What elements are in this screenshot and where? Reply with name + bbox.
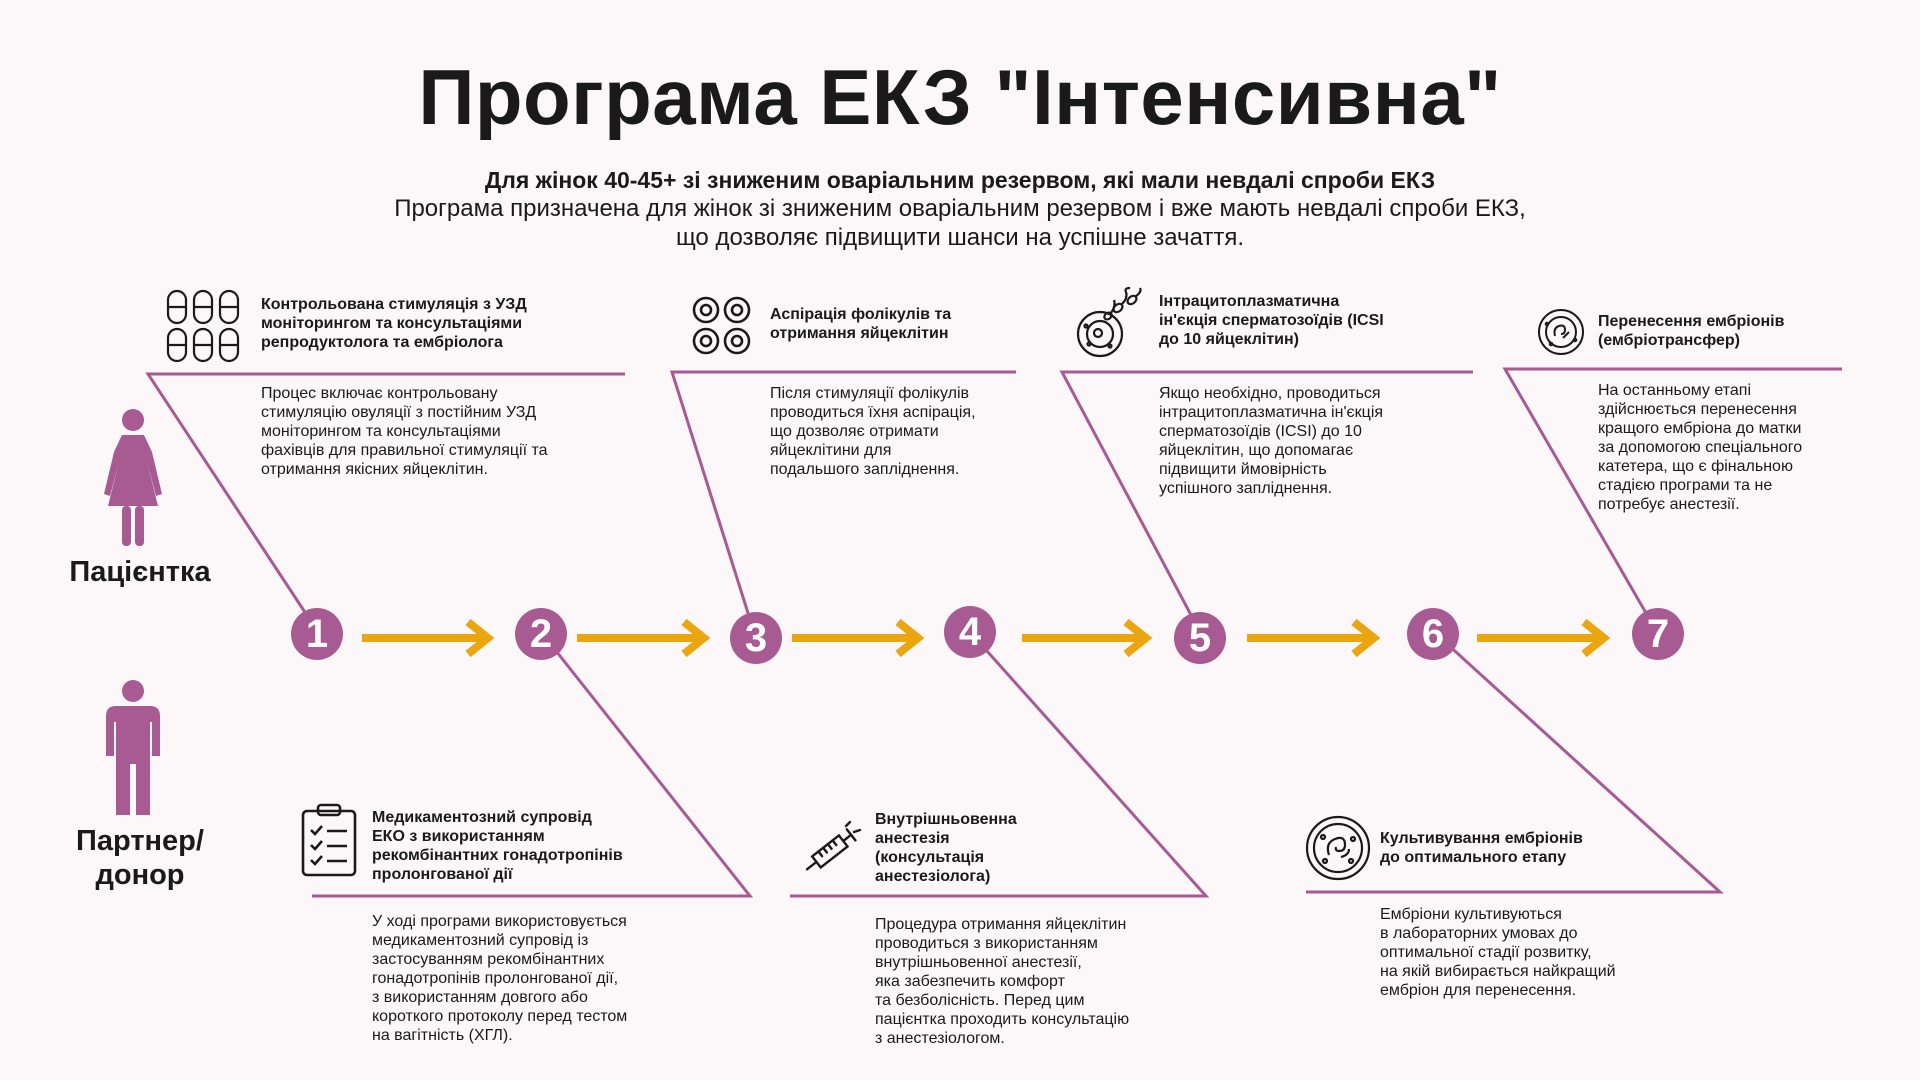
step-5-title: Інтрацитоплазматична ін'єкція сперматозо…: [1159, 293, 1384, 348]
checklist-icon: [301, 803, 357, 877]
bracket-step-4: [790, 631, 1210, 898]
step-7-title: Перенесення ембріонів (ембріотрансфер): [1598, 313, 1785, 349]
step-2-text: У ході програми використовується медикам…: [372, 913, 628, 1044]
flow-arrows: [362, 618, 1611, 658]
page-description: Програма призначена для жінок зі знижени…: [394, 195, 1526, 251]
step-number-2: 2: [515, 608, 567, 660]
step-number-4: 4: [944, 606, 996, 658]
arrow-3-4: [792, 618, 925, 658]
step-7-text: На останньому етапі здійснюється перенес…: [1598, 382, 1803, 513]
female-figure-icon: [104, 409, 162, 546]
follicles-icon: [692, 296, 751, 355]
step-number-6: 6: [1407, 608, 1459, 660]
step-number-3: 3: [730, 612, 782, 664]
step-6-text: Ембріони культивуються в лабораторних ум…: [1380, 906, 1616, 999]
step-3-text: Після стимуляції фолікулів проводиться ї…: [770, 385, 976, 478]
page-subtitle: Для жінок 40-45+ зі зниженим оваріальним…: [484, 167, 1436, 193]
bracket-step-7: [1502, 367, 1842, 633]
step-number-1: 1: [291, 608, 343, 660]
male-figure-icon: [106, 680, 160, 815]
partner-label: Партнер/ донор: [76, 825, 204, 891]
bracket-step-6: [1306, 630, 1724, 894]
step-4-text: Процедура отримання яйцеклітин проводить…: [875, 916, 1130, 1047]
arrow-4-5: [1022, 618, 1153, 658]
step-2-title: Медикаментозний супровід ЕКО з використа…: [372, 809, 623, 883]
syringe-icon: [805, 820, 862, 871]
step-4-title: Внутрішньовенна анестезія (консультація …: [875, 811, 1017, 885]
bracket-step-2: [312, 631, 754, 898]
patient-label: Пацієнтка: [69, 556, 211, 588]
arrow-5-6: [1247, 618, 1381, 658]
step-5-text: Якщо необхідно, проводиться інтрацитопла…: [1159, 385, 1384, 497]
bracket-step-5: [1059, 370, 1473, 633]
step-brackets: [145, 367, 1842, 898]
arrow-6-7: [1477, 618, 1611, 658]
step-3-title: Аспірація фолікулів та отримання яйцеклі…: [770, 306, 952, 342]
bracket-step-3: [669, 370, 1016, 633]
step-6-title: Культивування ембріонів до оптимального …: [1380, 830, 1583, 866]
culture-dish-icon: [1305, 815, 1371, 881]
step-1-title: Контрольована стимуляція з УЗД моніторин…: [261, 296, 527, 351]
bracket-step-1: [145, 372, 625, 633]
page-title: Програма ЕКЗ "Інтенсивна": [418, 53, 1502, 141]
step-1-text: Процес включає контрольовану стимуляцію …: [261, 385, 548, 478]
arrow-2-3: [577, 618, 711, 658]
embryo-icon: [1538, 309, 1584, 355]
pills-icon: [166, 289, 240, 363]
sperm-injection-icon: [1076, 286, 1142, 358]
step-number-7: 7: [1632, 608, 1684, 660]
arrow-1-2: [362, 618, 495, 658]
step-number-5: 5: [1174, 612, 1226, 664]
